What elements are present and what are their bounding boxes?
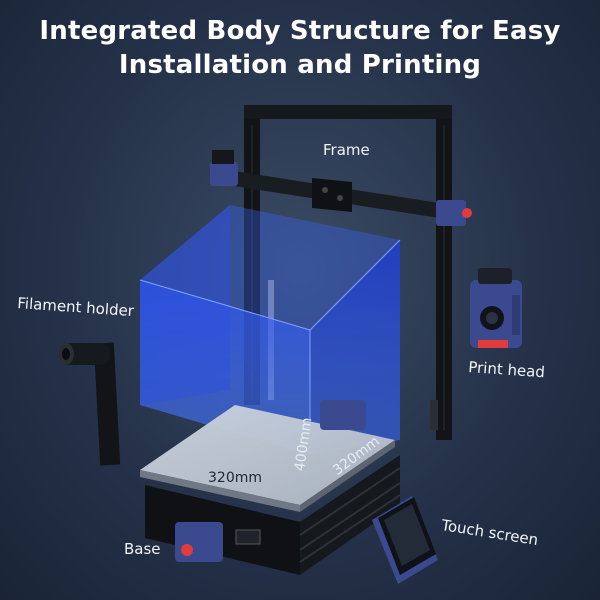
filament-holder [58,342,121,466]
frame [210,105,472,440]
title-line-2: Installation and Printing [118,50,482,80]
title-line-1: Integrated Body Structure for Easy [39,16,561,46]
print-head [470,268,522,348]
base [145,400,401,575]
touch-screen [372,496,438,584]
label-base: Base [124,540,161,558]
label-frame: Frame [323,141,370,159]
dimension-width: 320mm [208,470,262,486]
page-title: Integrated Body Structure for Easy Insta… [0,14,600,82]
